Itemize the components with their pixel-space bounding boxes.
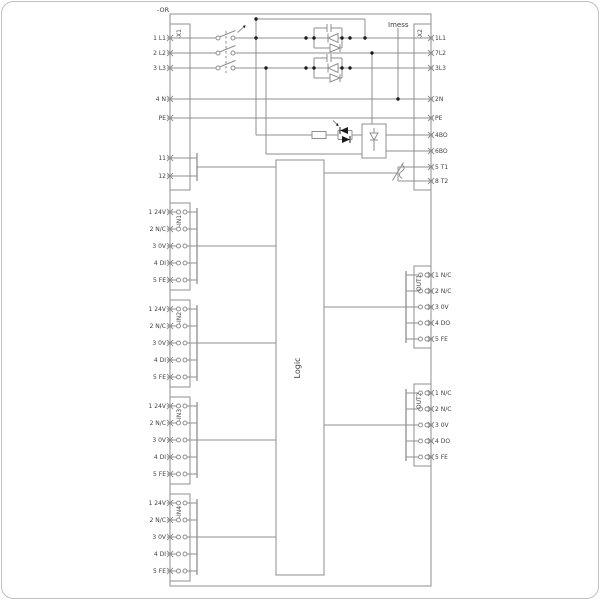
in2-terminals: 1 24V 2 N/C 3 0V 4 DI 5 FE [149,305,276,381]
device-ref-label: -OR [157,6,170,14]
x2-terminal-label: 6BO [435,148,448,155]
x2-terminal-label: 3L3 [435,65,446,72]
x2-terminals: 1L1 7L2 3L3 2N PE 4BO 6BO 5 T1 8 T2 [427,34,448,185]
temperature-sensor-circuit [324,162,433,182]
out-terminal-label: 1 N/C [435,272,451,279]
in-terminal-label: 4 DI [154,551,166,558]
imess-label: Imess [388,21,409,29]
power-wires [167,18,433,181]
in-terminal-label: 4 DI [154,260,166,267]
in-terminal-label: 1 24V [149,306,167,313]
out-terminal-label: 3 0V [435,422,450,429]
actuator-arrowhead [242,25,246,29]
relay-contact-icons [215,25,246,73]
out-terminal-label: 4 DO [435,438,450,445]
in-terminal-label: 2 N/C [150,323,166,330]
in-terminal-label: 3 0V [152,437,167,444]
in3-terminals: 1 24V 2 N/C 3 0V 4 DI 5 FE [149,402,276,478]
x1-terminal-label: 11 [158,155,166,162]
x1-ref-label: -X1 [176,29,183,39]
out2-ref-label: -OUT2 [416,392,423,411]
in2-ref-label: -IN2 [176,312,183,324]
in-terminal-label: 2 N/C [150,517,166,524]
x1-block [169,23,191,191]
out-terminal-label: 1 N/C [435,390,451,397]
diode-icon [369,132,379,142]
logic-box [275,159,325,576]
x2-terminal-label: 2N [435,96,443,103]
x2-terminal-label: 7L2 [435,50,446,57]
in-terminal-label: 3 0V [152,340,167,347]
x1-terminal-label: 2 L2 [153,50,166,57]
out-terminal-label: 5 FE [435,454,448,461]
out-terminal-label: 5 FE [435,336,448,343]
in1-ref-label: -IN1 [176,215,183,227]
in-terminal-label: 1 24V [149,403,167,410]
in-terminal-label: 4 DI [154,357,166,364]
out1-terminals: 1 N/C 2 N/C 3 0V 4 DO 5 FE [324,271,451,343]
opto-rectifier-box [361,123,387,159]
in-terminal-label: 1 24V [149,209,167,216]
in-terminal-label: 1 24V [149,500,167,507]
block-ref-labels: -X1 -X2 -IN1 -IN2 -IN3 -IN4 -OUT1 -OUT2 [176,29,424,518]
x2-terminal-label: 8 T2 [435,178,448,185]
junction-dots [254,17,400,101]
in3-ref-label: -IN3 [176,409,183,421]
sensor-actuation-line [392,162,404,181]
in-terminal-label: 3 0V [152,243,167,250]
out-terminal-label: 3 0V [435,304,450,311]
x1-terminal-label: PE [159,115,167,122]
in-terminal-label: 4 DI [154,454,166,461]
in4-ref-label: -IN4 [176,506,183,518]
x1-terminal-label: 1 L1 [153,35,166,42]
in-terminal-label: 5 FE [153,568,166,575]
x2-terminal-label: 1L1 [435,35,446,42]
out2-terminals: 1 N/C 2 N/C 3 0V 4 DO 5 FE [324,389,451,461]
bo-output-circuit [311,120,433,159]
x2-ref-label: -X2 [417,29,424,39]
in1-terminals: 1 24V 2 N/C 3 0V 4 DI 5 FE [149,208,276,284]
in-terminal-label: 2 N/C [150,226,166,233]
in-terminal-label: 2 N/C [150,420,166,427]
out-terminal-label: 2 N/C [435,406,451,413]
temperature-sensor-icon [398,164,405,179]
x2-terminal-label: 4BO [435,132,448,139]
x1-terminal-label: 3 L3 [153,65,166,72]
in-terminal-label: 5 FE [153,471,166,478]
x2-block [413,23,432,191]
out-terminal-label: 4 DO [435,320,450,327]
out1-ref-label: -OUT1 [416,274,423,293]
in4-terminals: 1 24V 2 N/C 3 0V 4 DI 5 FE [149,499,276,575]
x1-terminal-label: 12 [158,173,166,180]
x2-terminal-label: 5 T1 [435,164,448,171]
in-terminal-label: 3 0V [152,534,167,541]
x1-terminals: 1 L1 2 L2 3 L3 4 N PE 11 12 [153,34,174,180]
logic-label: Logic [293,358,302,379]
in-terminal-label: 5 FE [153,277,166,284]
x2-terminal-label: PE [435,115,443,122]
in-terminal-label: 5 FE [153,374,166,381]
out-terminal-label: 2 N/C [435,288,451,295]
led-pair-icon [332,120,353,143]
x1-terminal-label: 4 N [156,96,166,103]
